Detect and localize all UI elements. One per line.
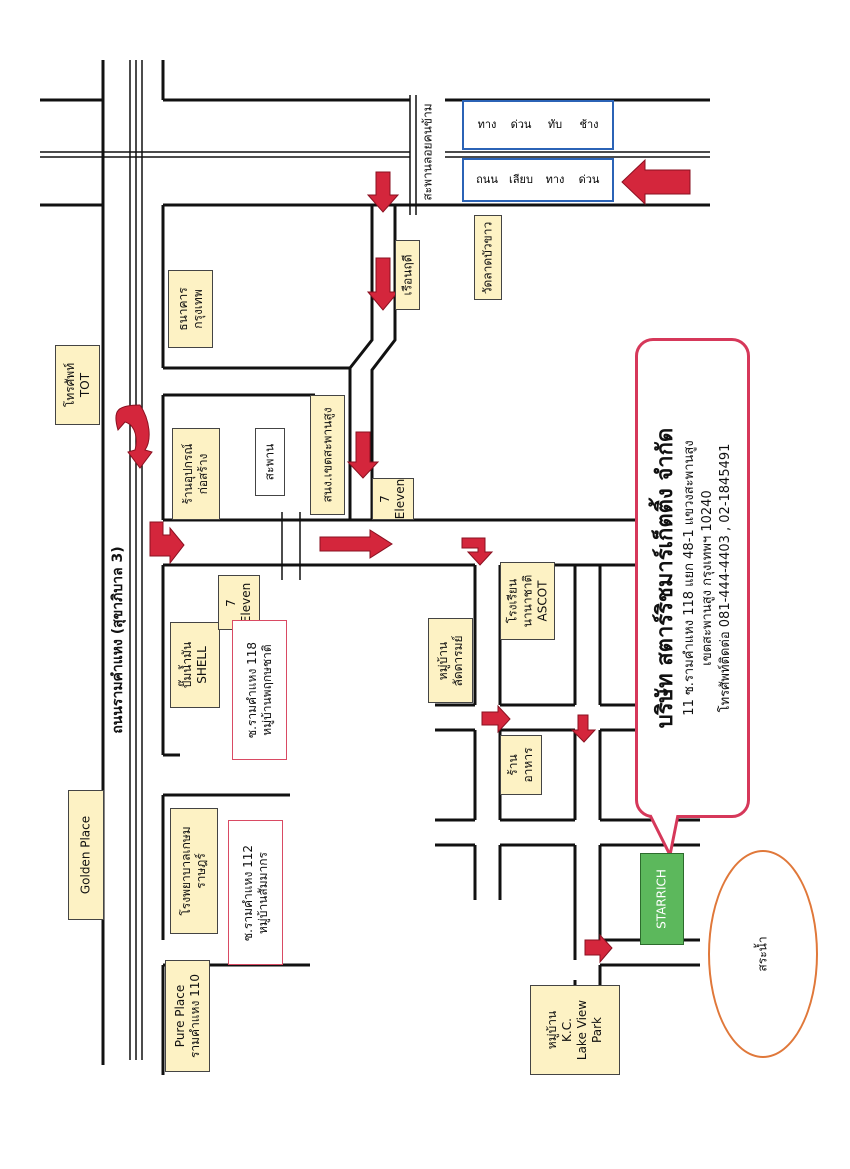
- sign-expressway-thapchang: ทางด่วนทับช้าง: [462, 100, 614, 150]
- pond: สระน้ำ: [708, 850, 818, 1058]
- direction-arrows: [115, 158, 691, 964]
- label-hospital: โรงพยาบาลเกษม ราษฎร์: [170, 808, 218, 934]
- label-hardware-store: ร้านอุปกรณ์ ก่อสร้าง: [172, 428, 220, 520]
- label-temple: วัดลาดบัวขาว: [474, 215, 502, 300]
- arrow-turn-soi118: [149, 521, 185, 565]
- sign-expressway-side-road: ถนนเลียบทางด่วน: [462, 158, 614, 202]
- footbridge-label: สะพานลอยคนข้าม: [420, 103, 435, 201]
- arrow-turn-2: [481, 704, 511, 734]
- company-address-1: 11 ซ.รามคำแหง 118 แยก 48-1 แขวงสะพานสูง: [681, 440, 697, 716]
- label-tot: โทรศัพท์ TOT: [55, 345, 100, 425]
- arrow-turn-4: [584, 933, 613, 964]
- road-lines: [40, 60, 710, 1075]
- company-phone: โทรศัพท์ติดต่อ 081-444-4403 , 02-1845491: [717, 443, 733, 713]
- arrow-turn-1: [461, 537, 494, 566]
- label-ascot-school: โรงเรียน นานาชาติ ASCOT: [500, 562, 555, 640]
- callout-soi-112: ซ.รามคำแหง 112 หมู่บ้านสัมมากร: [228, 820, 283, 965]
- starrich-building: STARRICH: [640, 853, 684, 945]
- label-bank: ธนาคาร กรุงเทพ: [168, 270, 213, 348]
- label-pure-place: Pure Place รามคำแหง 110: [165, 960, 210, 1072]
- label-district-office: สนง.เขตสะพานสูง: [310, 395, 345, 515]
- label-village-ladawan: หมู่บ้าน ลัดดารมย์: [428, 618, 473, 703]
- arrow-down-3: [346, 431, 380, 479]
- arrow-down-2: [366, 257, 400, 311]
- label-bridge: สะพาน: [255, 428, 285, 496]
- label-pier: เรือนฤดี: [395, 240, 420, 310]
- arrow-from-expressway: [621, 158, 691, 206]
- label-shell: ปั๊มน้ำมัน SHELL: [170, 622, 220, 708]
- main-road-name: ถนนรามคำแหง (สุขาภิบาล 3): [110, 546, 126, 734]
- arrow-down-1: [366, 171, 400, 213]
- label-kc-lake-view: หมู่บ้าน K.C. Lake View Park: [530, 985, 620, 1075]
- company-address-2: เขตสะพานสูง กรุงเทพฯ 10240: [699, 490, 715, 666]
- label-seven-eleven-b: 7 Eleven: [372, 478, 414, 520]
- label-golden-place: Golden Place: [68, 790, 104, 920]
- arrow-right-soi: [319, 529, 393, 559]
- label-restaurant: ร้าน อาหาร: [500, 735, 542, 795]
- callout-pointer: [648, 815, 680, 857]
- u-turn-arrow: [115, 404, 153, 469]
- company-name: บริษัท สตาร์ริชมาร์เก็ตติ้ง จำกัด: [652, 427, 678, 729]
- company-info-box: บริษัท สตาร์ริชมาร์เก็ตติ้ง จำกัด 11 ซ.ร…: [635, 338, 750, 818]
- arrow-turn-3: [570, 714, 597, 743]
- callout-soi-118: ซ.รามคำแหง 118 หมู่บ้านพฤกษชาติ: [232, 620, 287, 760]
